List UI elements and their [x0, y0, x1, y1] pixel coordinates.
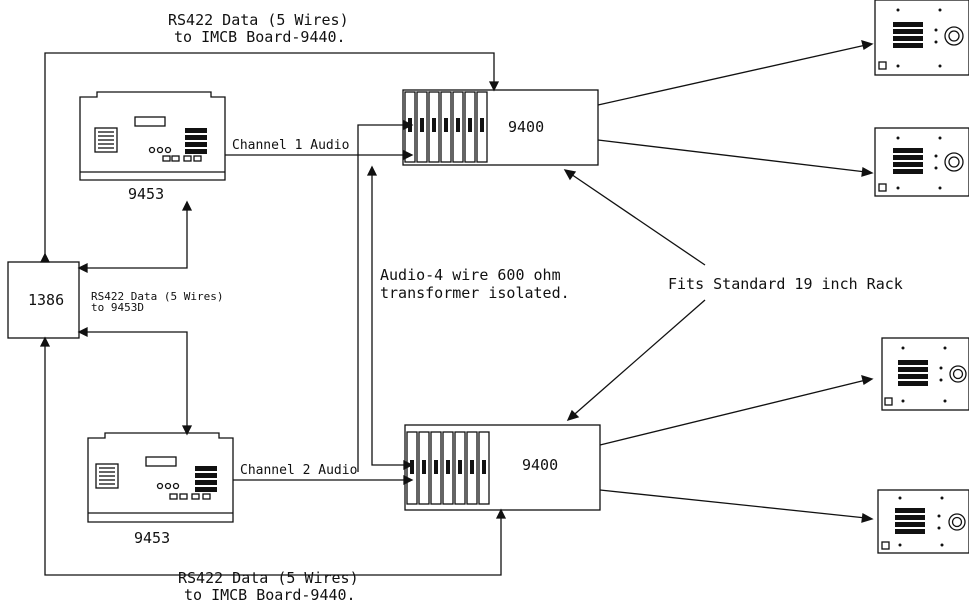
keypad-icon [185, 128, 207, 154]
audio-wire-outer [357, 124, 404, 472]
rs422-to-console-bottom [79, 331, 188, 426]
rs422-middle-label-line1: RS422 Data (5 Wires) [91, 290, 223, 303]
console-bottom-label: 9453 [134, 529, 170, 547]
speaker-grille-icon [94, 127, 118, 153]
channel2-label: Channel 2 Audio [240, 463, 357, 478]
rack-bottom-label: 9400 [522, 456, 558, 474]
intercom-station-4 [877, 489, 969, 554]
console-9453-top: 9453 [79, 91, 226, 203]
rs422-bottom-wire [44, 338, 502, 576]
intercom-station-2 [874, 127, 969, 197]
audio-label-line1: Audio-4 wire 600 ohm [380, 266, 561, 284]
rs422-to-console-top [79, 210, 188, 269]
card-slots-icon [404, 91, 488, 163]
control-knobs-icon [156, 482, 211, 500]
station-wire-2 [597, 139, 867, 173]
keypad-icon [195, 466, 217, 492]
rs422-bottom-label-line2: to IMCB Board-9440. [184, 586, 356, 604]
card-slots-icon [406, 431, 490, 505]
console-9453-bottom: 9453 [87, 432, 234, 547]
rs422-top-label-line1: RS422 Data (5 Wires) [168, 11, 349, 29]
rs422-bottom-label-line1: RS422 Data (5 Wires) [178, 569, 359, 587]
audio-label-line2: transformer isolated. [380, 284, 570, 302]
control-knobs-icon [148, 146, 202, 162]
station-wire-1 [597, 44, 867, 106]
display-window [145, 456, 177, 467]
console-top-label: 9453 [128, 185, 164, 203]
rack-top-label: 9400 [508, 118, 544, 136]
rack-note-pointer-bottom [567, 299, 706, 421]
speaker-grille-icon [95, 463, 119, 489]
rack-note-pointer-top [564, 169, 706, 266]
rs422-middle-label-line2: to 9453D [91, 301, 144, 314]
station-wire-4 [599, 489, 867, 519]
rs422-top-arrow [488, 81, 500, 92]
intercom-station-1 [874, 0, 969, 76]
display-window [134, 116, 166, 127]
rs422-top-label-line2: to IMCB Board-9440. [174, 28, 346, 46]
audio-wire-inner [371, 167, 404, 466]
intercom-station-3 [881, 337, 969, 411]
channel1-label: Channel 1 Audio [232, 138, 349, 153]
controller-label: 1386 [28, 291, 64, 309]
rack-note: Fits Standard 19 inch Rack [668, 275, 903, 293]
rs422-top-wire [44, 52, 495, 262]
rack-9400-top: 9400 [402, 89, 599, 166]
station-wire-3 [599, 379, 867, 446]
controller-1386: 1386 [7, 261, 80, 339]
rack-9400-bottom: 9400 [404, 424, 601, 511]
